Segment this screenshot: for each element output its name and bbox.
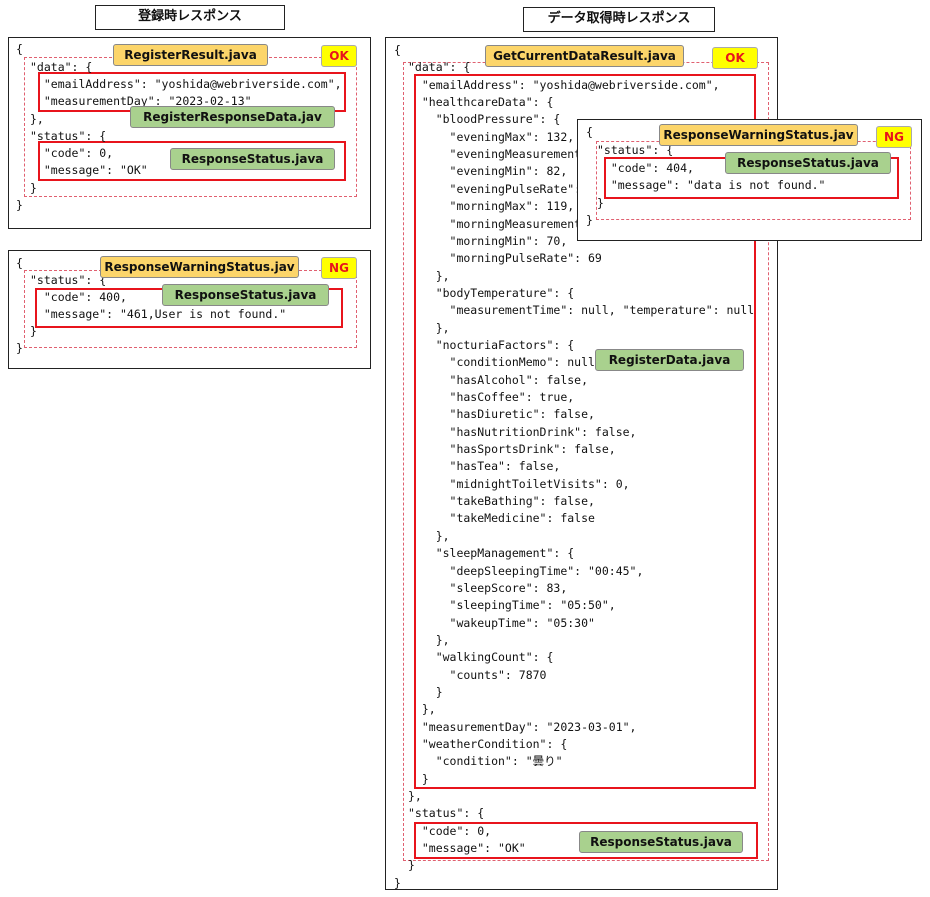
code-line: "nocturiaFactors": {	[408, 337, 575, 352]
code-line: },	[408, 528, 450, 543]
code-line: "takeBathing": false,	[408, 494, 595, 509]
code-line: "deepSleepingTime": "00:45",	[408, 563, 644, 578]
code-line: "measurementDay": "2023-02-13"	[30, 94, 252, 108]
code-line: "hasNutritionDrink": false,	[408, 424, 637, 439]
get-title: データ取得時レスポンス	[523, 7, 715, 32]
code-line: "counts": 7870	[408, 667, 547, 682]
code-line: "conditionMemo": null,	[408, 355, 602, 370]
register-status-highlight	[38, 141, 346, 181]
code-line: },	[408, 702, 436, 717]
register-ok-panel	[8, 37, 371, 229]
get-status-highlight	[414, 822, 758, 859]
register-response-data-tag: RegisterResponseData.jav	[130, 106, 335, 128]
code-line: "morningMeasurement	[408, 216, 582, 231]
code-line: "eveningPulseRate":	[408, 181, 582, 196]
code-line: },	[408, 632, 450, 647]
code-line: "morningPulseRate": 69	[408, 251, 602, 266]
code-line: "data": {	[30, 60, 93, 74]
code-line: "midnightToiletVisits": 0,	[408, 476, 630, 491]
code-line: }	[16, 341, 23, 355]
response-status-tag: ResponseStatus.java	[162, 284, 329, 306]
code-line: "code": 400,	[30, 290, 127, 304]
code-line: "walkingCount": {	[408, 650, 554, 665]
code-line: "code": 404,	[597, 161, 694, 175]
code-line: }	[597, 196, 604, 210]
ok-badge: OK	[321, 45, 357, 67]
code-line: "sleepManagement": {	[408, 546, 575, 561]
code-line: },	[408, 320, 450, 335]
code-line: "eveningMin": 82,	[408, 164, 568, 179]
code-line: "sleepScore": 83,	[408, 580, 568, 595]
code-line: {	[394, 43, 401, 57]
code-line: "data": {	[408, 60, 471, 75]
code-line: "hasAlcohol": false,	[408, 372, 589, 387]
code-line: "hasDiuretic": false,	[408, 407, 595, 422]
code-line: },	[408, 268, 450, 283]
code-line: "wakeupTime": "05:30"	[408, 615, 595, 630]
code-line: "sleepingTime": "05:50",	[408, 598, 616, 613]
ok-badge: OK	[712, 47, 758, 69]
code-line: "measurementDay": "2023-03-01",	[408, 719, 637, 734]
code-line: "takeMedicine": false	[408, 511, 595, 526]
code-line: "code": 0,	[30, 146, 114, 160]
code-line: },	[408, 789, 422, 804]
code-line: "message": "461,User is not found."	[30, 307, 287, 321]
code-line: "status": {	[597, 143, 674, 157]
code-line: "eveningMeasurement	[408, 147, 582, 162]
code-line: "code": 0,	[408, 823, 492, 838]
code-line: }	[586, 213, 593, 227]
code-line: "morningMax": 119,	[408, 199, 575, 214]
code-line: "message": "OK"	[30, 163, 148, 177]
code-line: "healthcareData": {	[408, 95, 554, 110]
response-warning-status-tag: ResponseWarningStatus.jav	[100, 256, 299, 278]
code-line: "emailAddress": "yoshida@webriverside.co…	[408, 77, 720, 92]
code-line: }	[394, 875, 401, 890]
code-line: "emailAddress": "yoshida@webriverside.co…	[30, 77, 342, 91]
code-line: "condition": "曇り"	[408, 754, 563, 769]
ng-badge: NG	[876, 126, 912, 148]
code-line: "message": "OK"	[408, 841, 526, 856]
code-line: "measurementTime": null, "temperature": …	[408, 303, 755, 318]
code-line: }	[408, 684, 443, 699]
code-line: }	[16, 198, 23, 212]
code-line: },	[30, 112, 44, 126]
code-line: }	[408, 771, 429, 786]
code-line: "hasSportsDrink": false,	[408, 442, 616, 457]
code-line: "status": {	[30, 273, 107, 287]
register-title: 登録時レスポンス	[95, 5, 285, 30]
code-line: "hasTea": false,	[408, 459, 561, 474]
response-status-tag: ResponseStatus.java	[170, 148, 335, 170]
code-line: "status": {	[30, 129, 107, 143]
code-line: }	[408, 858, 415, 873]
code-line: }	[30, 324, 37, 338]
code-line: }	[30, 181, 37, 195]
response-status-tag: ResponseStatus.java	[725, 152, 891, 174]
get-current-data-result-tag: GetCurrentDataResult.java	[485, 45, 684, 67]
code-line: "eveningMax": 132,	[408, 129, 575, 144]
code-line: "status": {	[408, 806, 485, 821]
response-warning-status-tag: ResponseWarningStatus.jav	[659, 124, 858, 146]
code-line: "bodyTemperature": {	[408, 285, 575, 300]
register-data-tag: RegisterData.java	[595, 349, 744, 371]
code-line: "hasCoffee": true,	[408, 390, 575, 404]
code-line: {	[586, 125, 593, 139]
ng-badge: NG	[321, 257, 357, 279]
code-line: "weatherCondition": {	[408, 737, 568, 751]
code-line: "bloodPressure": {	[408, 112, 561, 127]
code-line: {	[16, 256, 23, 270]
code-line: "message": "data is not found."	[597, 178, 826, 192]
code-line: {	[16, 42, 23, 56]
get-data-highlight	[414, 74, 756, 789]
register-result-tag: RegisterResult.java	[113, 44, 268, 66]
code-line: "morningMin": 70,	[408, 233, 568, 248]
response-status-tag: ResponseStatus.java	[579, 831, 743, 853]
